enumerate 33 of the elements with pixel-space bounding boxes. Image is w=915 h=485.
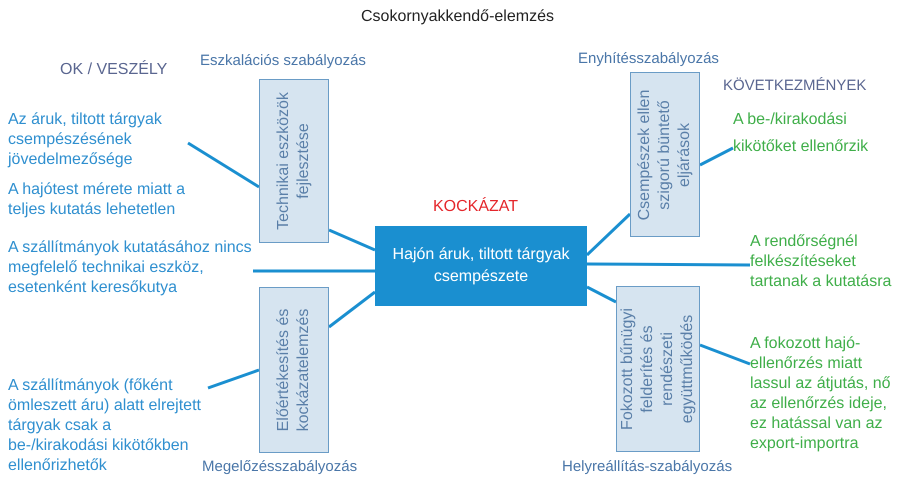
section-heading: Eszkalációs szabályozás (200, 52, 366, 69)
measure-box (630, 72, 700, 237)
measure-label: Technikai eszközök fejlesztése (274, 91, 313, 232)
connector-line (328, 228, 376, 252)
connector-line (699, 344, 751, 366)
connector-line (208, 368, 260, 390)
risk-heading: KOCKÁZAT (433, 198, 518, 216)
connector-line (586, 212, 632, 256)
cause-text: A hajótest mérete miatt a teljes kutatás lehetetlen (8, 180, 186, 220)
consequence-text: A fokozott hajó-ellenőrzés miatt lassul az átjutás, nő az ellenőrzés ideje, ez hatással van az export-importra (750, 334, 900, 458)
connector-line (328, 290, 376, 328)
measure-label: Fokozott bűnügyi felderítés és rendészeti együttműködés (618, 307, 697, 432)
measure-box (259, 287, 329, 453)
measure-label: Előértékesítés és kockázatelemzés (274, 308, 313, 434)
connector-line (586, 286, 617, 304)
section-heading: Helyreállítás-szabályozás (562, 458, 732, 475)
column-heading: OK / VESZÉLY (60, 60, 168, 80)
consequence-text: A be-/kirakodási kikötőket ellenőrzik (733, 106, 908, 166)
section-heading: Enyhítésszabályozás (578, 50, 719, 67)
measure-box (259, 79, 329, 243)
section-heading: Megelőzésszabályozás (202, 458, 358, 475)
connector-line (587, 262, 750, 266)
risk-box: Hajón áruk, tiltott tárgyak csempészete (375, 226, 587, 306)
diagram-title: Csokornyakkendő-elemzés (360, 8, 555, 26)
connector-line (187, 142, 260, 188)
cause-text: Az áruk, tiltott tárgyak csempészésének jövedelmezősége (8, 110, 188, 172)
consequence-text: A rendőrségnél felkészítéseket tartanak a kutatásra (750, 232, 915, 296)
measure-box (616, 286, 700, 452)
connector-line (253, 270, 375, 272)
column-heading: KÖVETKEZMÉNYEK (723, 76, 866, 96)
cause-text: A szállítmányok kutatásához nincs megfelelő technikai eszköz, esetenként keresőkutya (8, 238, 253, 320)
connector-line (699, 146, 734, 166)
measure-label: Csempészek ellen szigorú büntető eljárások (635, 88, 694, 222)
